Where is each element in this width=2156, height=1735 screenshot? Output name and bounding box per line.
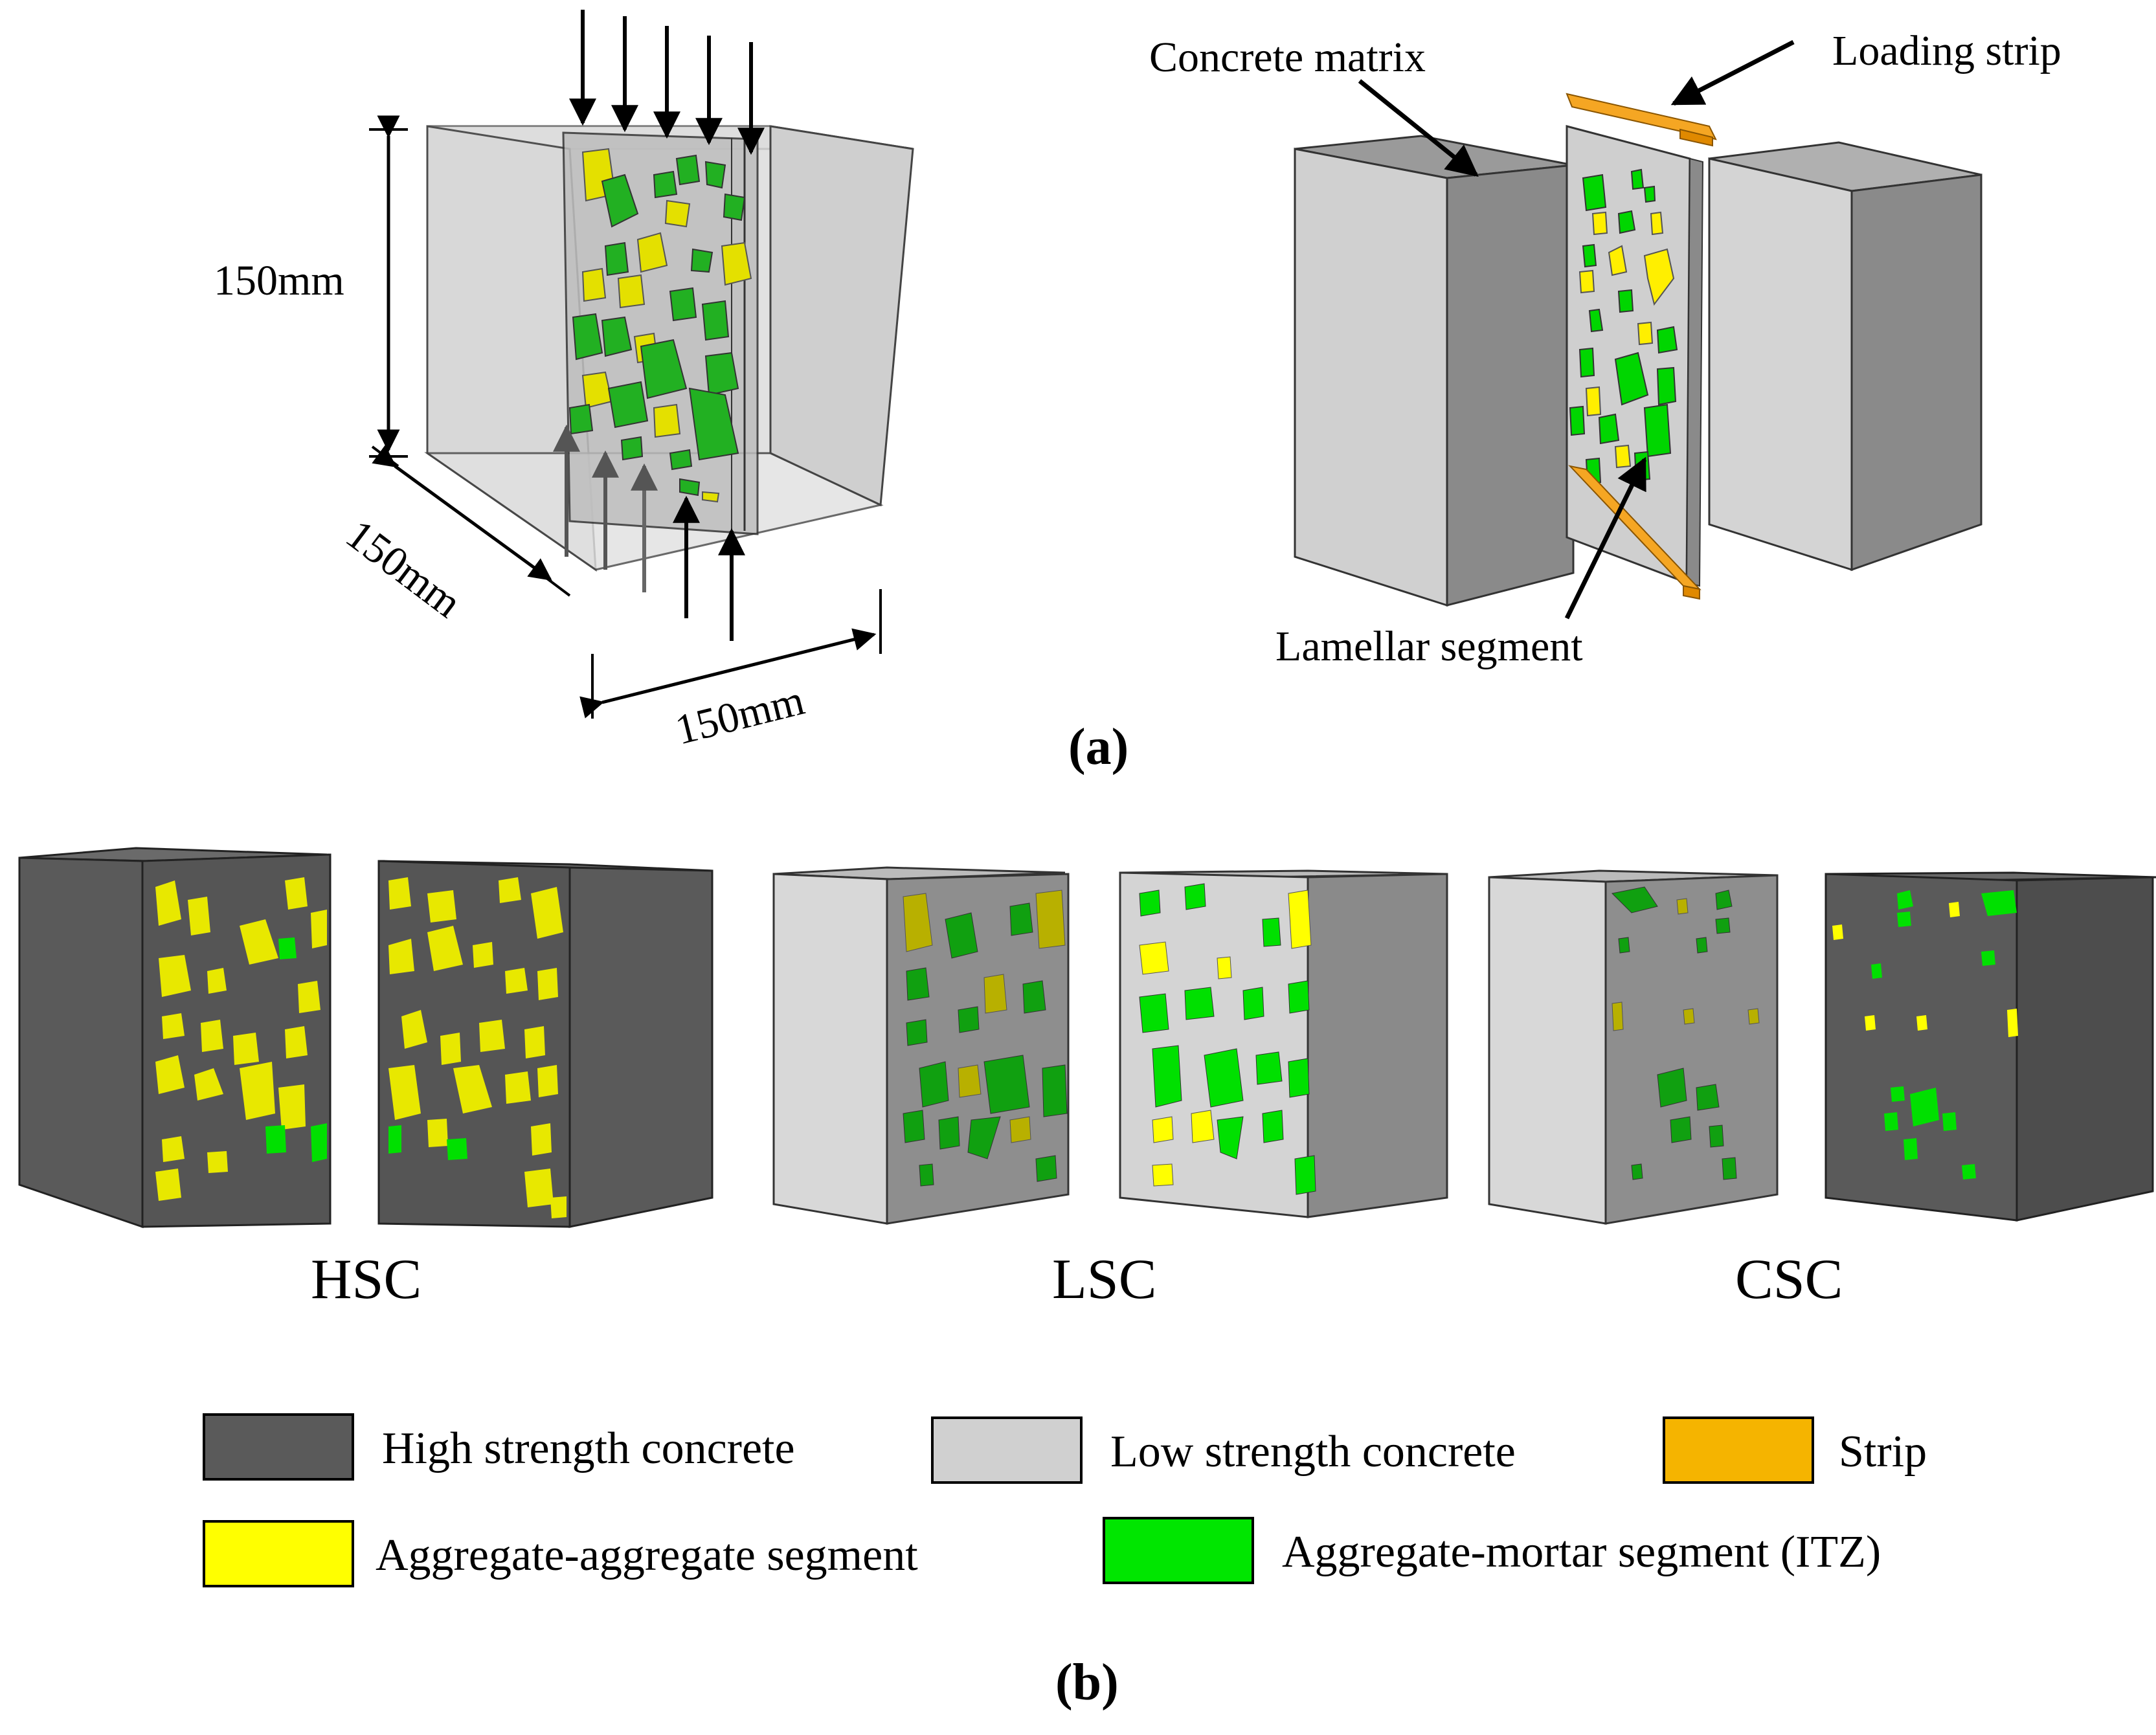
bottom-load-arrows [553, 424, 745, 641]
caption-lsc: LSC [1052, 1248, 1156, 1311]
right-block-right [1850, 174, 1982, 572]
dim-width-label: 150mm [671, 677, 809, 754]
exploded-view-diagram: Concrete matrix Loading strip Lamellar s… [1149, 27, 2061, 670]
legend-label-strip: Strip [1839, 1427, 1927, 1477]
cube-aggregates [568, 148, 752, 503]
left-block-right [1446, 164, 1575, 607]
dim-height-label: 150mm [214, 257, 344, 304]
concrete-matrix-arrow [1358, 79, 1479, 177]
right-block-left [1708, 157, 1853, 572]
hsc-left-aggregates [155, 877, 327, 1201]
legend-swatch-strip [1663, 1416, 1814, 1484]
concrete-matrix-label: Concrete matrix [1149, 34, 1426, 81]
dimension-width [579, 589, 882, 719]
csc-specimen-pair [1488, 869, 2156, 1225]
legend-label-agg-agg: Aggregate-aggregate segment [376, 1530, 918, 1580]
legend: High strength concrete Low strength conc… [203, 1413, 1927, 1587]
panel-a-label: (a) [1068, 719, 1129, 776]
lamellar-segment-arrow [1564, 456, 1647, 620]
top-load-arrows [569, 10, 765, 155]
caption-hsc: HSC [311, 1248, 421, 1311]
hsc-right-aggregates [388, 877, 567, 1218]
cube-right-face [769, 125, 914, 507]
legend-swatch-high-strength [203, 1413, 354, 1481]
legend-swatch-agg-mortar [1103, 1517, 1254, 1584]
csc-left-aggregates [1611, 886, 1760, 1180]
loading-strip-label: Loading strip [1832, 27, 2061, 74]
panel-b-label: (b) [1055, 1654, 1119, 1711]
dimension-height [369, 115, 408, 458]
csc-right-aggregates [1832, 890, 2018, 1180]
hsc-specimen-pair [18, 847, 713, 1229]
legend-swatch-agg-agg [203, 1520, 354, 1587]
legend-label-high-strength: High strength concrete [382, 1424, 795, 1473]
caption-csc: CSC [1735, 1248, 1843, 1311]
legend-label-low-strength: Low strength concrete [1110, 1427, 1516, 1477]
lsc-specimen-pair [772, 866, 1448, 1225]
lamellar-segment-label: Lamellar segment [1275, 623, 1583, 670]
dim-depth-label: 150mm [337, 511, 470, 627]
lsc-left-aggregates [903, 890, 1068, 1187]
legend-label-agg-mortar: Aggregate-mortar segment (ITZ) [1282, 1527, 1881, 1577]
lamella-aggregates [1569, 168, 1678, 486]
dimension-depth [371, 445, 571, 597]
left-block-left [1294, 148, 1448, 607]
loading-strip-arrow [1670, 39, 1795, 106]
legend-swatch-low-strength [931, 1416, 1083, 1484]
top-loading-strip [1566, 93, 1717, 140]
cube-specimen-diagram: 150mm 150mm 150mm [214, 10, 914, 754]
lsc-right-aggregates [1139, 883, 1316, 1195]
